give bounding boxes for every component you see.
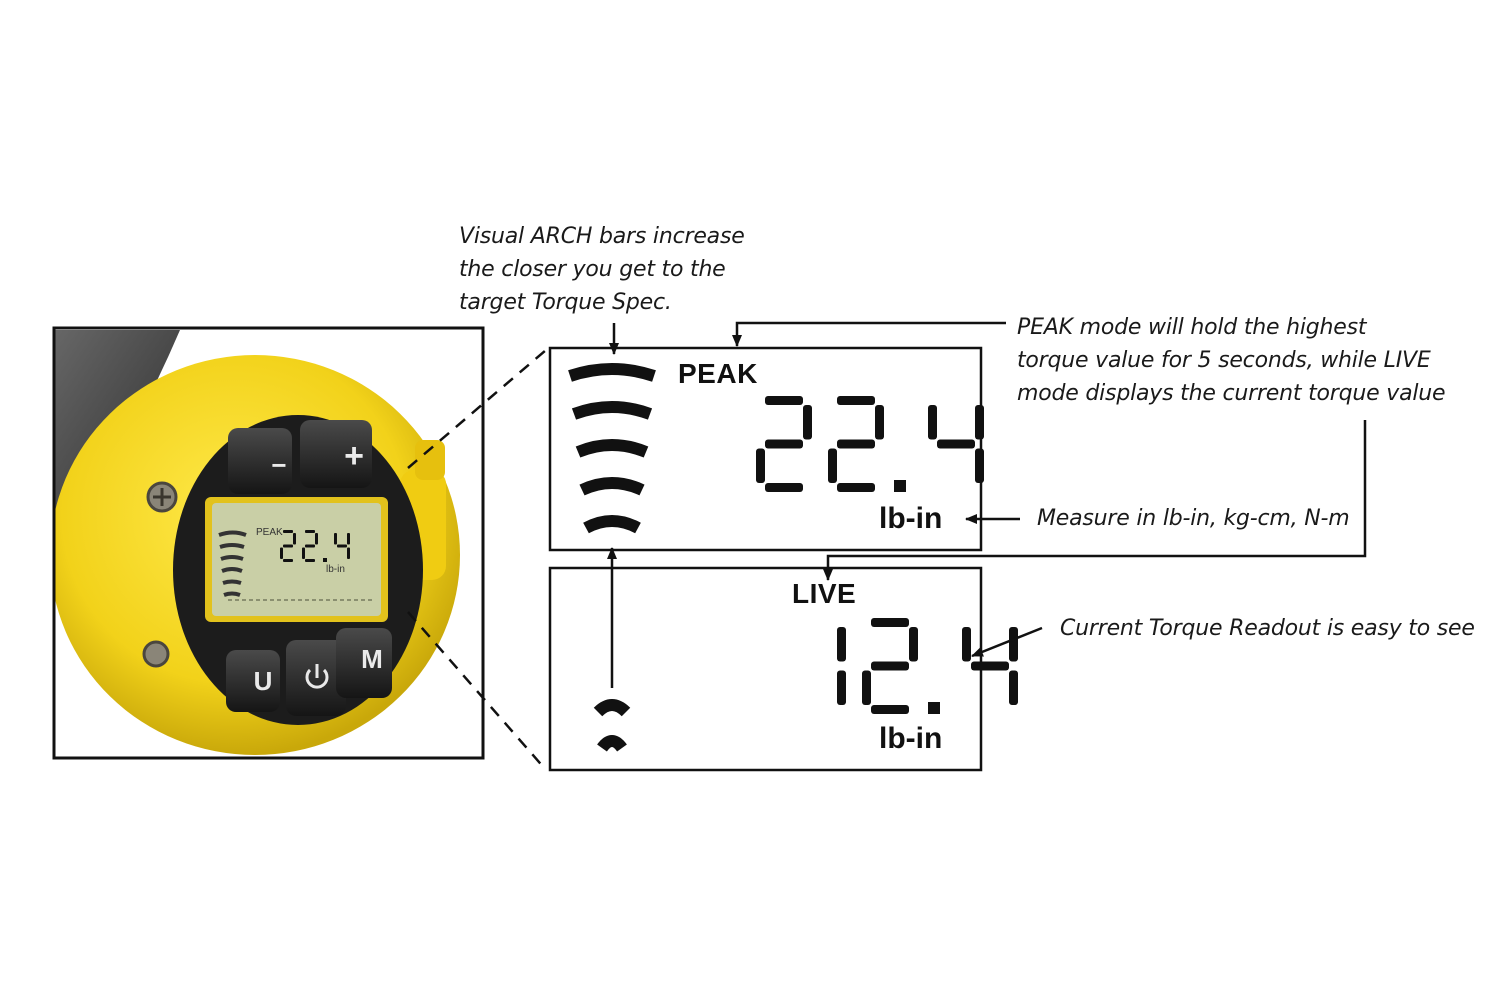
digit-segment xyxy=(765,483,803,492)
peak-note-line: PEAK mode will hold the highest xyxy=(1017,315,1367,340)
peak-note-line: torque value for 5 seconds, while LIVE xyxy=(1017,348,1431,373)
units-button[interactable] xyxy=(226,650,280,712)
screw-icon xyxy=(142,640,170,668)
digit-segment xyxy=(283,544,293,548)
unit-note: Measure in lb-in, kg-cm, N-m xyxy=(1037,502,1350,535)
decimal-point xyxy=(323,558,327,562)
live-mode-label: LIVE xyxy=(792,578,857,609)
digit-segment xyxy=(1009,670,1018,705)
minus-key-label: − xyxy=(271,450,287,480)
arch-bar xyxy=(593,699,631,717)
peak-digit-readout xyxy=(756,396,984,492)
digit-segment xyxy=(280,547,283,559)
small-lcd xyxy=(212,503,381,616)
digit-segment xyxy=(347,533,350,545)
arch-bar xyxy=(583,515,641,534)
peak-unit-label: lb-in xyxy=(879,502,943,535)
digit-segment xyxy=(971,661,1009,671)
digit-segment xyxy=(909,627,918,662)
digit-segment xyxy=(293,533,296,545)
live-digit-readout xyxy=(837,618,1018,714)
peak-note-line: mode displays the current torque value xyxy=(1017,381,1446,406)
digit-segment xyxy=(937,439,975,449)
digit-segment xyxy=(837,396,875,405)
plus-button[interactable] xyxy=(300,420,372,488)
live-display xyxy=(548,566,983,772)
digit-segment xyxy=(837,483,875,492)
digit-segment xyxy=(828,448,837,483)
photo-frame xyxy=(52,326,485,760)
small-lcd-unit: lb-in xyxy=(326,564,345,575)
arch-note-line: target Torque Spec. xyxy=(459,290,672,315)
digit-segment xyxy=(837,627,846,662)
arrow-peak-label xyxy=(732,321,1006,347)
readout-note-line: Current Torque Readout is easy to see xyxy=(1060,616,1475,641)
arch-bar xyxy=(597,735,627,752)
peak-mode-label: PEAK xyxy=(678,358,758,389)
zoom-line-bottom xyxy=(407,611,547,771)
live-unit-label: lb-in xyxy=(879,722,943,755)
minus-button[interactable] xyxy=(228,428,292,494)
digit-segment xyxy=(975,405,984,440)
digit-segment xyxy=(875,405,884,440)
small-digit-readout xyxy=(280,530,350,562)
digit-segment xyxy=(305,544,315,548)
device-photo xyxy=(54,328,483,758)
digit-segment xyxy=(862,670,871,705)
readout-note: Current Torque Readout is easy to see xyxy=(1060,612,1475,645)
arch-bar xyxy=(579,477,645,496)
arch-note: Visual ARCH bars increase the closer you… xyxy=(459,220,745,319)
small-lcd-mode: PEAK xyxy=(256,527,283,538)
digit-segment xyxy=(962,627,971,662)
digit-segment xyxy=(283,559,293,562)
mode-button[interactable] xyxy=(336,628,392,698)
digit-segment xyxy=(928,405,937,440)
power-icon xyxy=(305,664,329,689)
digit-segment xyxy=(975,448,984,483)
decimal-point xyxy=(894,480,906,492)
digit-segment xyxy=(871,705,909,714)
digit-segment xyxy=(765,396,803,405)
digit-segment xyxy=(302,547,305,559)
digit-segment xyxy=(871,618,909,627)
mode-key-label: M xyxy=(361,644,383,674)
arch-note-line: the closer you get to the xyxy=(459,257,726,282)
digit-segment xyxy=(305,530,315,533)
arrow-live-label xyxy=(823,420,1367,581)
digit-segment xyxy=(315,533,318,545)
small-lcd-value xyxy=(276,528,366,568)
digit-segment xyxy=(765,439,803,449)
digit-segment xyxy=(756,448,765,483)
units-key-label: U xyxy=(253,666,273,696)
arch-bar xyxy=(575,439,649,458)
digit-segment xyxy=(283,530,293,533)
live-arch-bars xyxy=(593,699,631,752)
small-arch-bars xyxy=(218,530,247,597)
decimal-point xyxy=(928,702,940,714)
digit-segment xyxy=(1009,627,1018,662)
arrow-readout xyxy=(971,626,1043,658)
digit-segment xyxy=(305,559,315,562)
arch-bar xyxy=(571,401,653,420)
screw-slot xyxy=(153,488,171,506)
unit-note-line: Measure in lb-in, kg-cm, N-m xyxy=(1037,506,1350,531)
digit-segment xyxy=(837,439,875,449)
digit-segment xyxy=(337,544,347,548)
zoom-line-top xyxy=(407,349,547,469)
peak-arch-bars xyxy=(568,363,656,534)
arch-bar xyxy=(568,363,656,382)
peak-note: PEAK mode will hold the highest torque v… xyxy=(1017,311,1446,410)
digit-segment xyxy=(347,547,350,559)
digit-segment xyxy=(871,661,909,671)
arch-note-line: Visual ARCH bars increase xyxy=(459,224,745,249)
plus-key-label: + xyxy=(344,437,364,475)
digit-segment xyxy=(803,405,812,440)
digit-segment xyxy=(334,533,337,545)
digit-segment xyxy=(837,670,846,705)
collar-tab-upper xyxy=(415,440,445,480)
